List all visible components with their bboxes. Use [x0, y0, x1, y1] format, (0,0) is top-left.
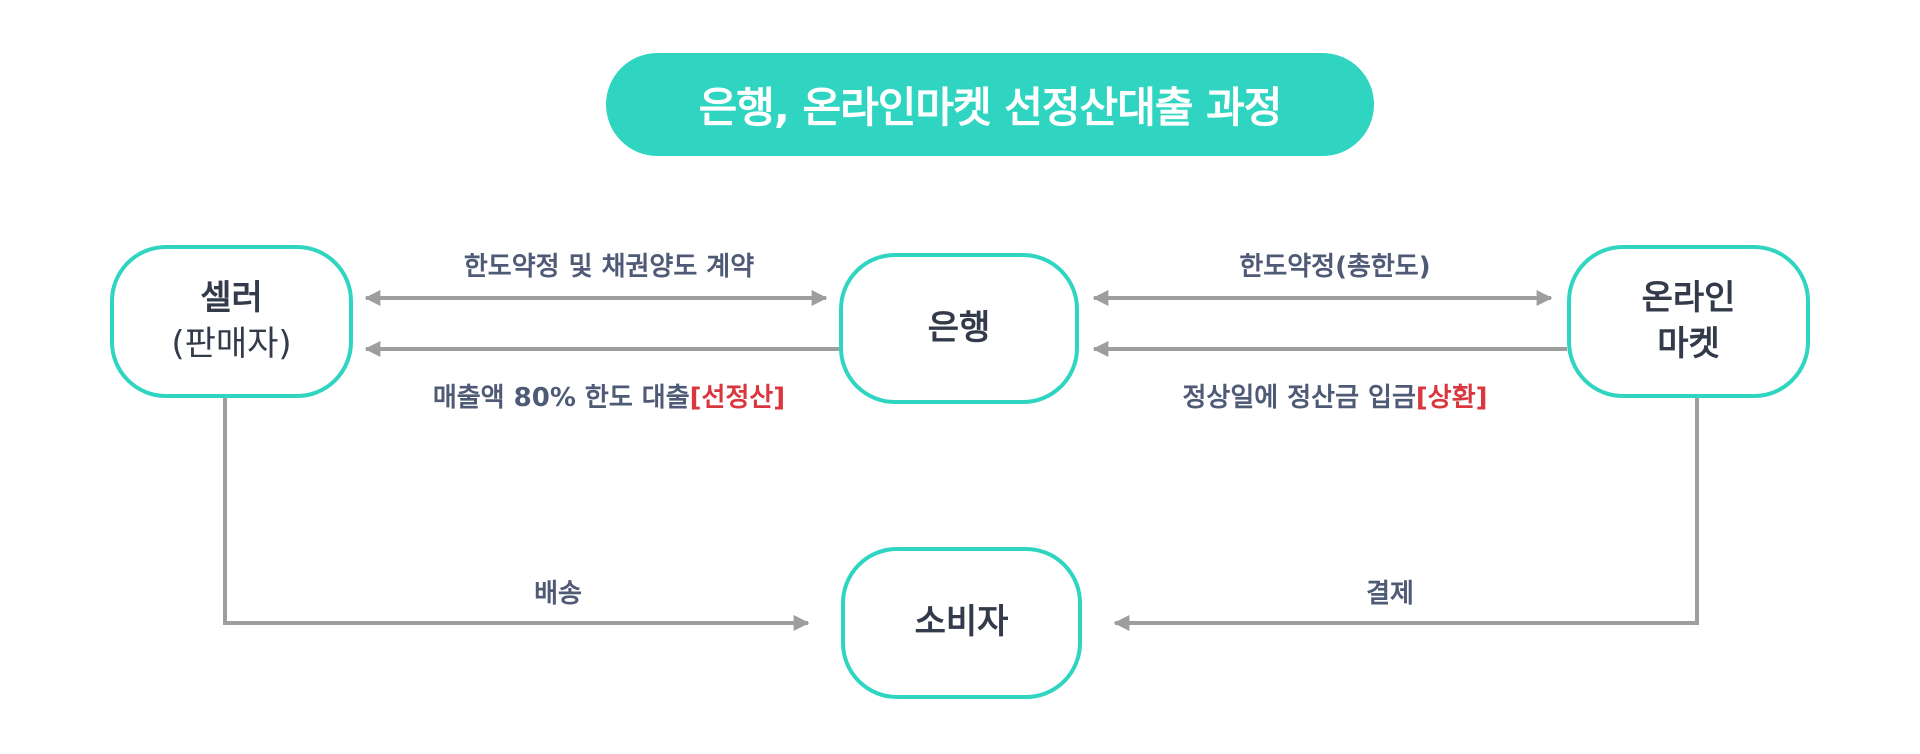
market-label-line1: 온라인: [1641, 277, 1736, 318]
node-consumer: 소비자: [841, 547, 1082, 699]
market-label-line2: 마켓: [1657, 323, 1720, 364]
seller-sublabel: (판매자): [171, 323, 292, 364]
arrow-market-consumer: [1113, 398, 1699, 631]
diagram-title: 은행, 온라인마켓 선정산대출 과정: [606, 53, 1374, 156]
consumer-label: 소비자: [914, 602, 1009, 643]
settle-text: 정상일에 정산금 입금: [1182, 383, 1416, 413]
seller-label: 셀러: [200, 277, 263, 318]
label-bank-seller-loan: 매출액 80% 한도 대출[선정산]: [433, 377, 785, 414]
label-bank-market-limit: 한도약정(총한도): [1239, 252, 1431, 282]
label-seller-bank-contract: 한도약정 및 채권양도 계약: [463, 252, 755, 282]
node-bank: 은행: [839, 253, 1079, 404]
label-delivery: 배송: [534, 579, 582, 609]
label-payment: 결제: [1366, 579, 1414, 609]
loan-text: 매출액 80% 한도 대출: [432, 383, 690, 413]
label-market-bank-settle: 정상일에 정산금 입금[상환]: [1183, 377, 1488, 414]
bank-label: 은행: [927, 307, 991, 348]
node-online-market: 온라인 마켓: [1567, 245, 1810, 398]
settle-tag: [상환]: [1415, 383, 1488, 413]
loan-tag: [선정산]: [689, 383, 786, 413]
arrow-seller-consumer: [223, 398, 810, 631]
node-seller: 셀러 (판매자): [110, 245, 353, 398]
